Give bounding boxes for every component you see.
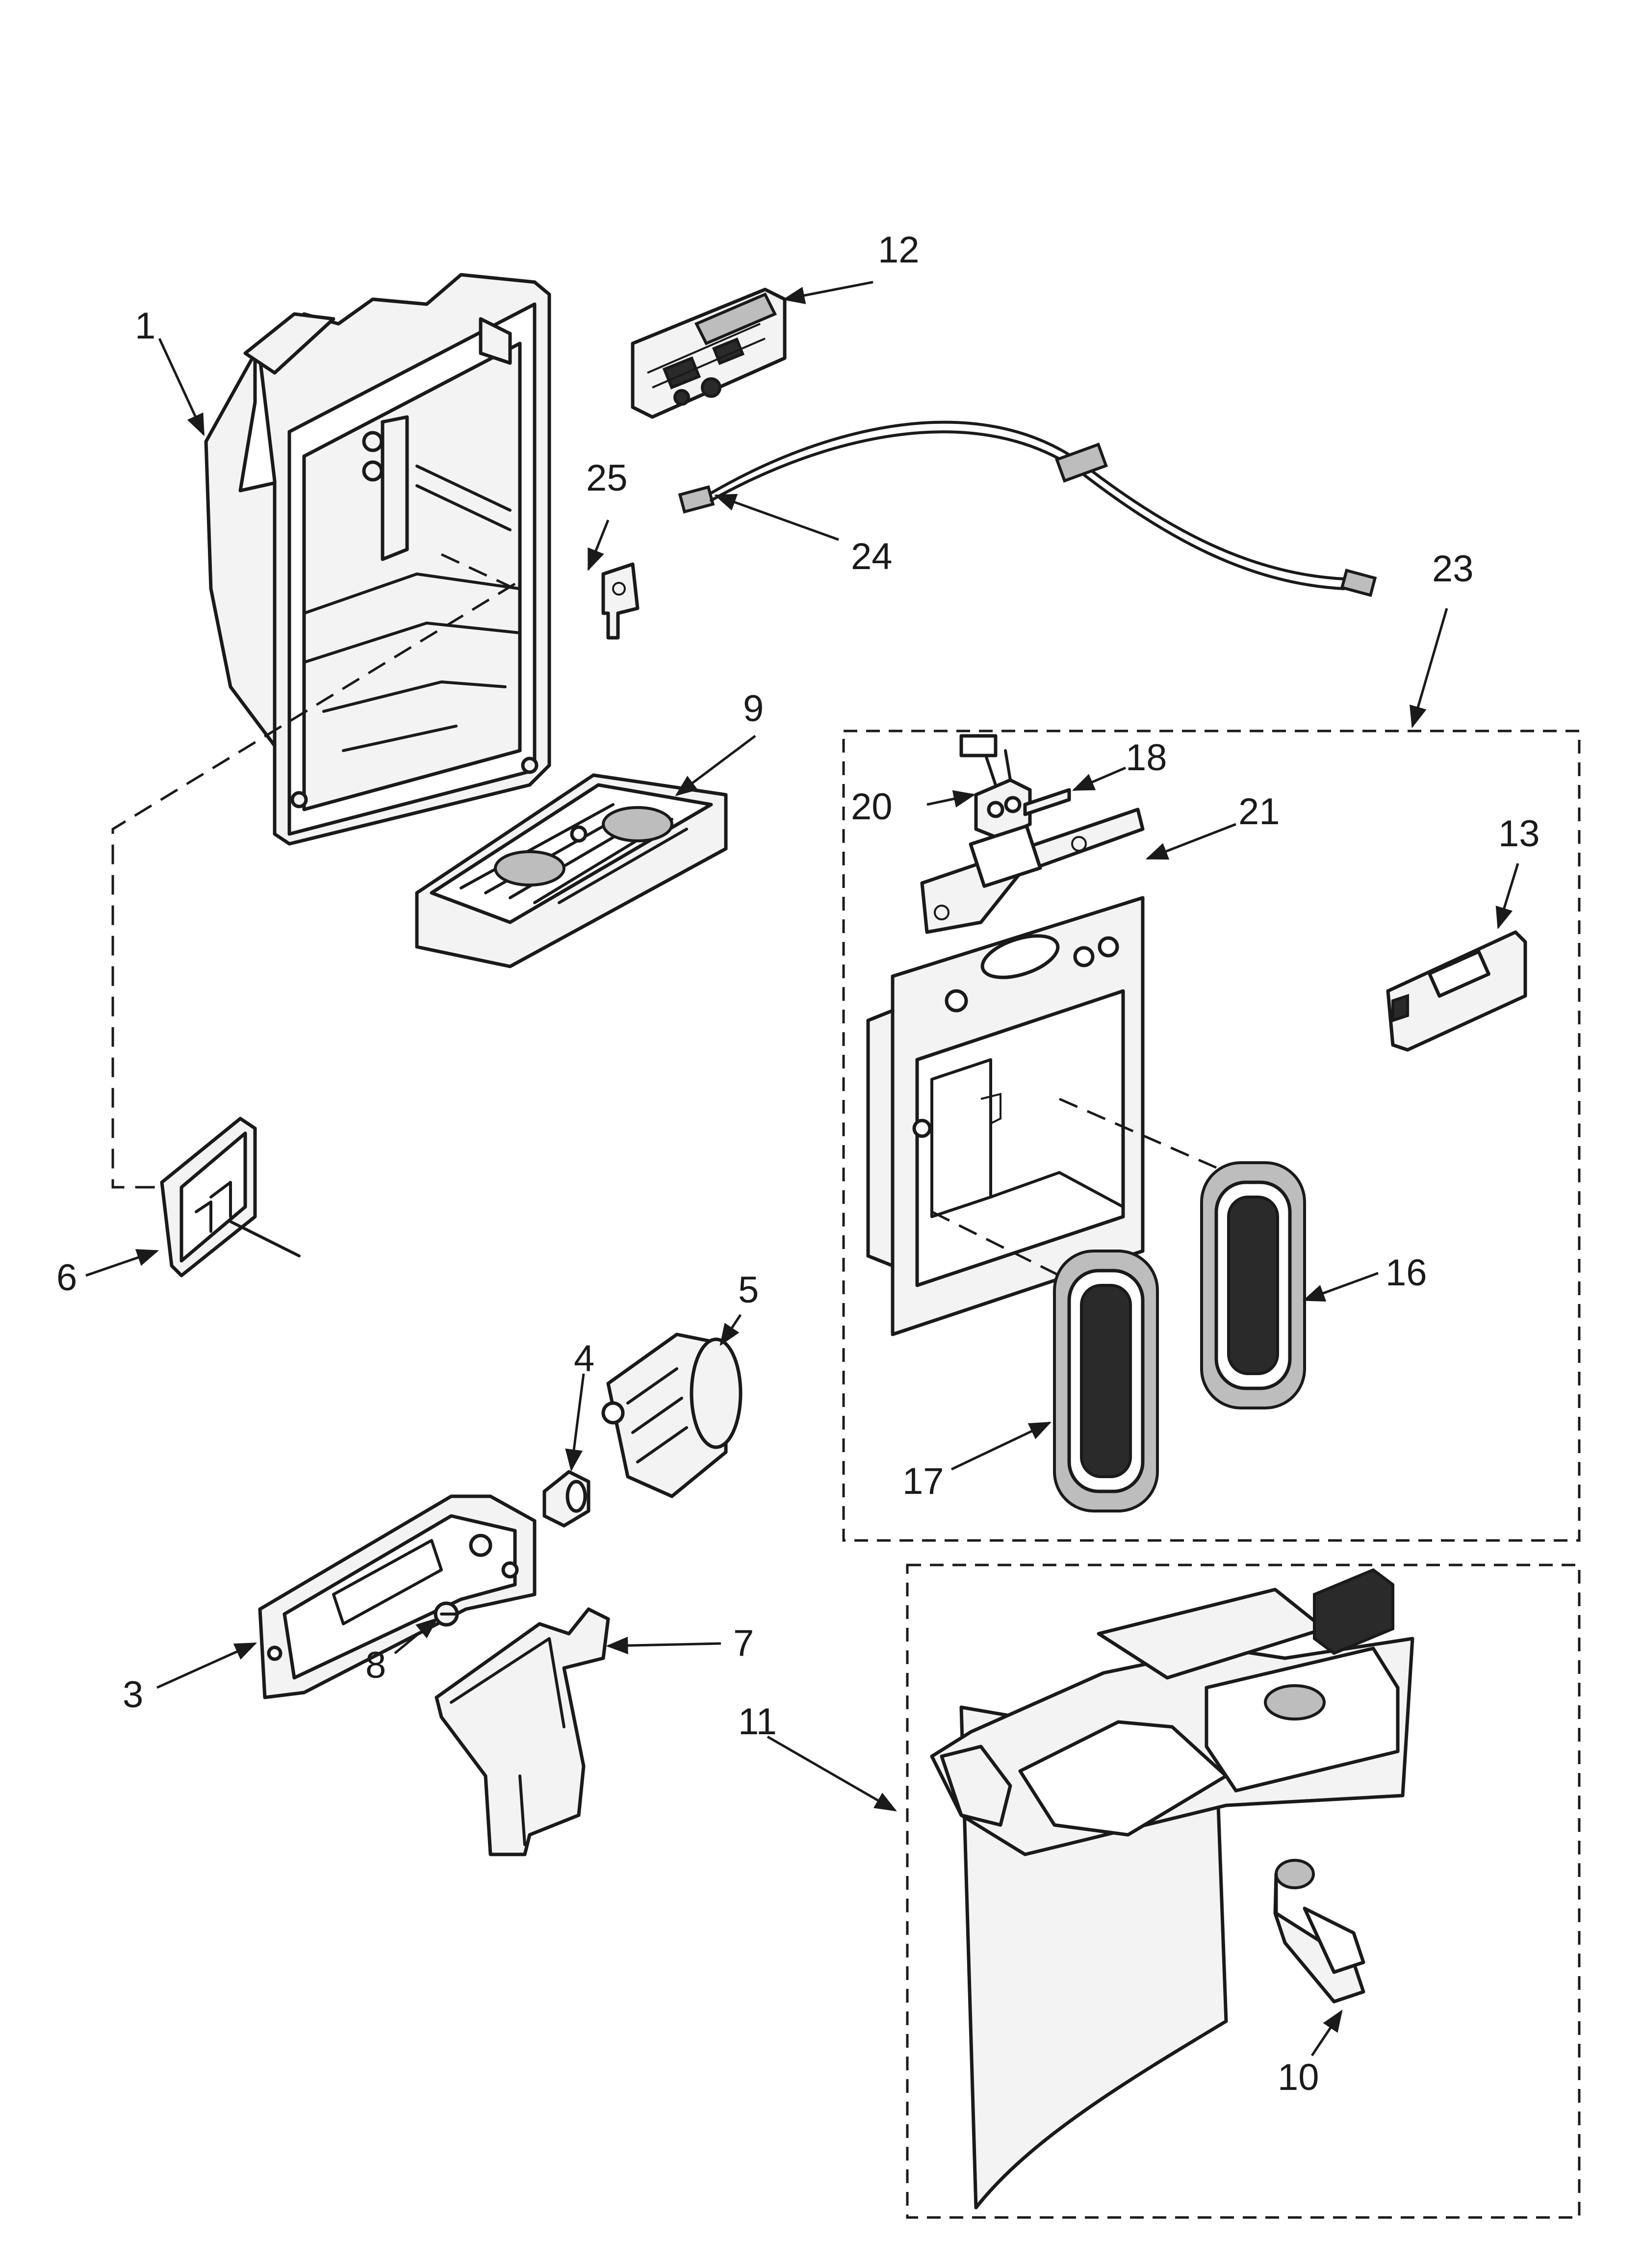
callout-5: 5 xyxy=(738,1269,759,1311)
part-18-gasket xyxy=(1023,788,1071,816)
leader-lines xyxy=(85,281,1519,2057)
callout-9: 9 xyxy=(743,688,764,730)
part-9-drip-tray xyxy=(415,773,728,968)
callout-13: 13 xyxy=(1498,813,1540,855)
part-17-paddle xyxy=(1053,1250,1159,1512)
dash-leader-1-6 xyxy=(111,582,516,1189)
callout-21: 21 xyxy=(1238,791,1280,833)
callout-16: 16 xyxy=(1385,1252,1427,1294)
callout-11: 11 xyxy=(738,1701,777,1743)
callout-1: 1 xyxy=(135,305,155,347)
part-21-bracket xyxy=(920,808,1145,934)
callout-8: 8 xyxy=(365,1644,386,1686)
part-6-switch xyxy=(160,1117,301,1277)
part-25-clip xyxy=(601,562,640,640)
callout-24: 24 xyxy=(851,536,893,577)
callout-20: 20 xyxy=(851,786,893,828)
callout-6: 6 xyxy=(56,1257,77,1299)
callout-18: 18 xyxy=(1126,737,1167,779)
callout-25: 25 xyxy=(586,457,628,499)
part-24-wire-harness xyxy=(678,420,1377,597)
dash-leader-1-inner xyxy=(440,553,516,590)
callout-4: 4 xyxy=(574,1338,594,1380)
callout-12: 12 xyxy=(878,229,920,271)
callout-17: 17 xyxy=(902,1460,944,1502)
dash-leader-panel-17 xyxy=(931,1210,1080,1287)
callout-3: 3 xyxy=(123,1674,143,1716)
part-16-paddle xyxy=(1200,1161,1306,1409)
assembly-23-box xyxy=(842,730,1581,1542)
part-3-actuator-housing xyxy=(258,1494,537,1699)
callout-23: 23 xyxy=(1432,548,1474,590)
part-5-motor xyxy=(601,1332,743,1498)
part-dispenser-panel xyxy=(866,896,1145,1336)
assembly-11-box xyxy=(906,1564,1581,2219)
part-11-ice-chute xyxy=(930,1568,1414,2210)
part-4-cam xyxy=(542,1470,590,1528)
callout-10: 10 xyxy=(1278,2057,1319,2098)
part-1-dispenser-housing xyxy=(204,273,551,846)
part-8-screw xyxy=(434,1601,459,1627)
part-13-bracket xyxy=(1386,930,1527,1052)
part-10-water-fitting xyxy=(1273,1859,1365,2004)
part-7-lever xyxy=(435,1607,610,1856)
callout-7: 7 xyxy=(733,1622,754,1664)
callout-labels: 1 12 25 24 23 9 20 18 21 13 16 17 6 5 4 … xyxy=(56,229,1540,2098)
part-12-control-board xyxy=(631,287,787,419)
part-20-connector-block xyxy=(959,734,1032,841)
